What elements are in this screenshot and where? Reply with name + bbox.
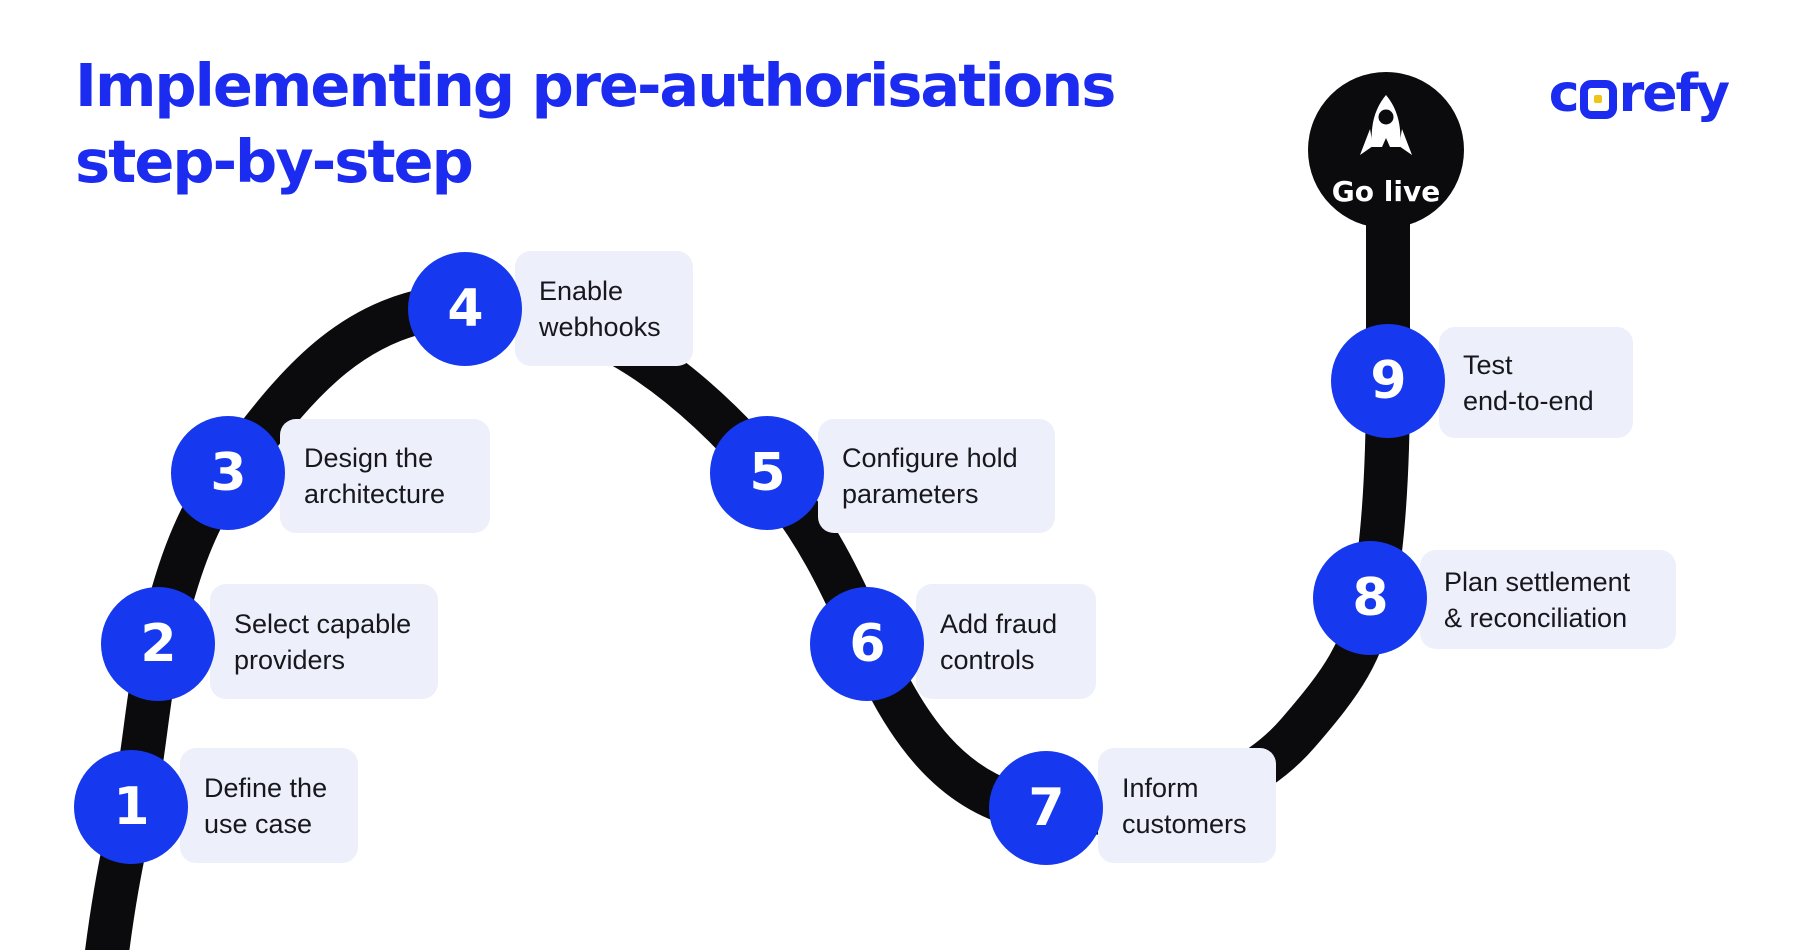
- step-4-label-box: Enable webhooks: [515, 251, 693, 366]
- step-4-number: 4: [447, 279, 483, 339]
- step-4-label-line1: Enable: [539, 275, 624, 306]
- step-5-circle: 5: [710, 416, 824, 530]
- step-2-number: 2: [140, 614, 176, 674]
- rocket-icon: [1360, 94, 1412, 155]
- step-9-label-box: Test end-to-end: [1439, 327, 1633, 438]
- step-2-label-line2: providers: [234, 644, 346, 675]
- page-title: Implementing pre-authorisations step-by-…: [75, 48, 1116, 200]
- step-9-label-line1: Test: [1463, 349, 1513, 380]
- step-6-label-line2: controls: [940, 644, 1035, 675]
- step-1-circle: 1: [74, 750, 188, 864]
- step-1-label-line1: Define the: [204, 772, 328, 803]
- corefy-logo-text-post: refy: [1618, 64, 1730, 124]
- step-6-circle: 6: [810, 587, 924, 701]
- go-live-label: Go live: [1331, 174, 1441, 208]
- step-3-number: 3: [210, 443, 246, 503]
- corefy-logo-o-icon: [1579, 79, 1617, 119]
- step-5-label-box: Configure hold parameters: [818, 419, 1055, 533]
- step-7-circle: 7: [989, 751, 1103, 865]
- go-live-badge: Go live: [1308, 72, 1464, 228]
- step-5-number: 5: [749, 443, 785, 503]
- step-2-circle: 2: [101, 587, 215, 701]
- step-6-label-box: Add fraud controls: [916, 584, 1096, 699]
- step-5-label-line1: Configure hold: [842, 443, 1018, 473]
- step-9-circle: 9: [1331, 324, 1445, 438]
- step-4-label-line2: webhooks: [539, 311, 661, 342]
- corefy-logo-text-pre: c: [1548, 64, 1580, 124]
- step-3-circle: 3: [171, 416, 285, 530]
- step-8-label-box: Plan settlement & reconciliation: [1420, 550, 1676, 649]
- step-3-label-line1: Design the: [304, 443, 434, 473]
- corefy-logo: c refy: [1548, 64, 1730, 124]
- step-6-number: 6: [849, 614, 885, 674]
- step-7-label-box: Inform customers: [1098, 748, 1276, 863]
- step-6-label-line1: Add fraud: [940, 608, 1058, 639]
- step-8-label-line1: Plan settlement: [1444, 566, 1631, 597]
- step-7-number: 7: [1028, 778, 1064, 838]
- step-2-label-line1: Select capable: [234, 608, 412, 639]
- step-8-circle: 8: [1313, 541, 1427, 655]
- step-7-label-line1: Inform: [1122, 772, 1199, 803]
- step-7-label-line2: customers: [1122, 808, 1247, 839]
- step-2-label-box: Select capable providers: [210, 584, 438, 699]
- step-1-number: 1: [113, 777, 149, 837]
- step-9-number: 9: [1370, 351, 1406, 411]
- step-3-label-line2: architecture: [304, 479, 446, 509]
- step-1-label-line2: use case: [204, 808, 313, 839]
- step-5-label-line2: parameters: [842, 479, 979, 509]
- corefy-logo-dot-icon: [1594, 95, 1603, 103]
- step-4-circle: 4: [408, 252, 522, 366]
- step-8-label-line2: & reconciliation: [1444, 602, 1628, 633]
- page-title-line1: Implementing pre-authorisations: [75, 51, 1116, 120]
- step-1-label-box: Define the use case: [180, 748, 358, 863]
- page-title-line2: step-by-step: [75, 127, 474, 196]
- step-9-label-line2: end-to-end: [1463, 385, 1594, 416]
- step-8-number: 8: [1352, 568, 1388, 628]
- step-3-label-box: Design the architecture: [280, 419, 490, 533]
